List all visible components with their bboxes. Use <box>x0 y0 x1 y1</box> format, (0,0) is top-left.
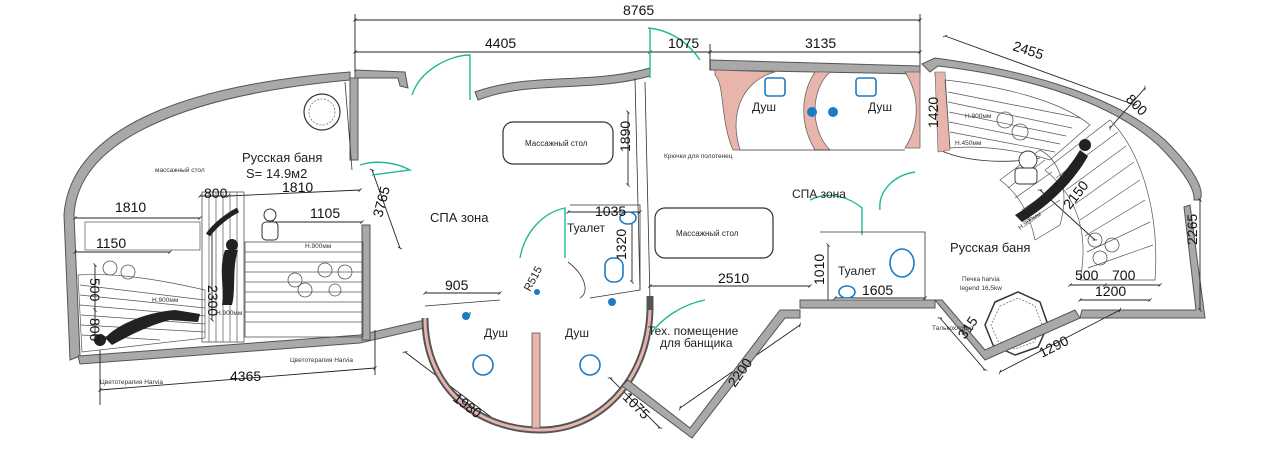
dimension: 1010 <box>811 254 827 285</box>
room-label: Душ <box>565 326 589 340</box>
bench-height: H.900мм <box>305 243 332 250</box>
dimension: 1890 <box>617 121 633 152</box>
dimension: 1810 <box>115 199 146 215</box>
room-label: для банщика <box>660 336 733 350</box>
room-label: Туалет <box>567 221 605 235</box>
dimension: 1605 <box>862 282 893 298</box>
room-label: Тех. помещение <box>648 324 739 338</box>
left-sauna <box>77 93 364 353</box>
dimension: 1035 <box>595 203 626 219</box>
dimension: 800 <box>204 185 228 201</box>
dimension: 4405 <box>485 35 516 51</box>
dimension-lines <box>73 14 1202 429</box>
dimension: 500 <box>87 278 103 302</box>
radius-label: R515 <box>522 265 545 294</box>
massage-table <box>502 121 614 165</box>
sink-icon <box>838 285 856 299</box>
dimension: 800 <box>87 318 103 342</box>
shower-head-icon <box>472 354 494 376</box>
color-therapy-label: Цветотерапия Harvia <box>290 357 353 364</box>
doors <box>359 27 916 336</box>
dimension: 2455 <box>1011 38 1046 63</box>
dimension: 2265 <box>1184 214 1200 245</box>
dimension: 1200 <box>1095 283 1126 299</box>
room-label: Туалет <box>838 264 876 278</box>
bench-height: H.900мм <box>216 310 243 317</box>
massage-table-label: Массажный стол <box>525 139 588 148</box>
dimension: 1105 <box>310 205 340 221</box>
dimension: 905 <box>445 277 469 293</box>
partition <box>644 81 651 301</box>
person-silhouette-icon <box>1015 150 1088 222</box>
massage-label: массажный стол <box>155 166 205 174</box>
dimension: 1320 <box>613 229 629 260</box>
dimension: 8765 <box>623 2 654 18</box>
room-label: СПА зона <box>792 187 846 201</box>
shower-head-icon <box>855 77 877 97</box>
dimension: 1075 <box>620 389 653 422</box>
toilet-icon <box>889 248 915 278</box>
dimension: 3765 <box>369 184 393 218</box>
color-therapy-label: Цветотерапия Harvia <box>100 379 163 386</box>
left-spa <box>421 121 654 434</box>
dimension: 2300 <box>205 285 221 316</box>
massage-table-label: Массажный стол <box>676 229 739 238</box>
room-area: S= 14.9м2 <box>246 166 307 181</box>
dimension: 1075 <box>668 35 699 51</box>
shower-head-icon <box>764 77 786 97</box>
dimension: 2510 <box>718 270 749 286</box>
dimension: 500 <box>1075 267 1099 283</box>
talc-label: Талькохлорит <box>932 325 974 332</box>
dimension: 1810 <box>282 179 313 195</box>
toilet-icon <box>604 257 624 283</box>
partition <box>344 81 353 171</box>
room-label: Душ <box>484 326 508 340</box>
person-silhouette-icon <box>105 310 200 345</box>
stove-label: Печка harvia <box>962 276 1000 283</box>
room-label: Русская баня <box>242 150 322 165</box>
partition <box>634 77 641 291</box>
stove-label: legend 16,5kw <box>960 285 1002 292</box>
room-label: Душ <box>868 100 892 114</box>
room-label: Душ <box>752 100 776 114</box>
right-spa <box>621 69 936 439</box>
dimension: 700 <box>1112 267 1136 283</box>
person-silhouette-icon <box>221 250 238 305</box>
bench-height: H.450мм <box>955 140 982 147</box>
dimension: 4365 <box>230 368 261 384</box>
hooks-label: Крючки для полотенец <box>664 153 733 160</box>
dimension: 3135 <box>805 35 836 51</box>
dimension: 315 <box>954 313 981 341</box>
right-sauna <box>933 71 1157 361</box>
dimension: 1420 <box>925 97 941 128</box>
bench-height: H.900мм <box>152 297 179 304</box>
room-label: СПА зона <box>430 210 489 225</box>
room-label: Русская баня <box>950 240 1030 255</box>
dimension: 1150 <box>96 235 126 251</box>
bench-height: H.900мм <box>965 113 992 120</box>
massage-table <box>654 207 774 259</box>
shower-head-icon <box>579 354 601 376</box>
sink-icon <box>619 211 637 225</box>
